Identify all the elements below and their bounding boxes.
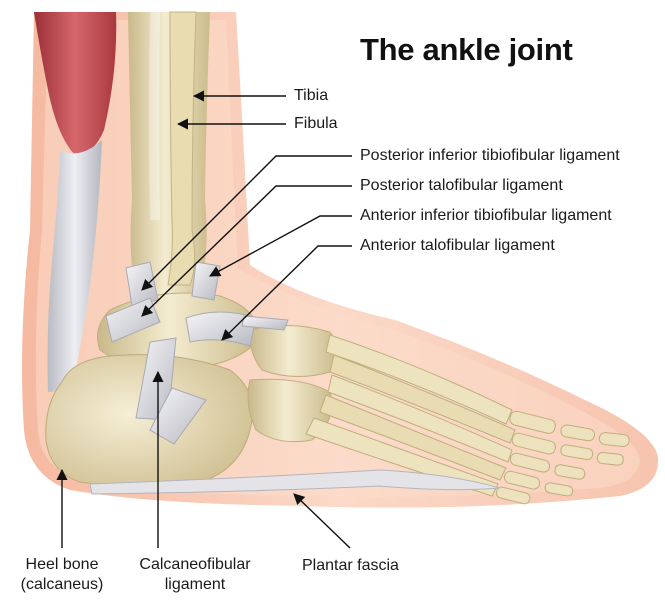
label-heel-bone-line2: (calcaneus) xyxy=(2,575,122,595)
page-title: The ankle joint xyxy=(360,32,573,68)
label-calcaneofibular-line1: Calcaneofibular xyxy=(120,555,270,575)
label-fibula: Fibula xyxy=(294,114,338,134)
label-heel-bone-line1: Heel bone xyxy=(2,555,122,575)
label-plantar-fascia: Plantar fascia xyxy=(302,556,399,576)
label-anterior-inferior-tibiofibular-ligament: Anterior inferior tibiofibular ligament xyxy=(360,206,612,226)
label-tibia: Tibia xyxy=(294,86,328,106)
fibula-bone xyxy=(168,12,196,285)
label-posterior-talofibular-ligament: Posterior talofibular ligament xyxy=(360,176,563,196)
label-anterior-talofibular-ligament: Anterior talofibular ligament xyxy=(360,236,555,256)
label-calcaneofibular-line2: ligament xyxy=(120,575,270,595)
label-posterior-inferior-tibiofibular-ligament: Posterior inferior tibiofibular ligament xyxy=(360,146,620,166)
label-heel-bone: Heel bone (calcaneus) xyxy=(2,555,122,595)
tibia-shading xyxy=(149,12,160,220)
navicular-bone xyxy=(250,325,338,376)
tibia-bone xyxy=(128,12,210,295)
label-calcaneofibular-ligament: Calcaneofibular ligament xyxy=(120,555,270,595)
